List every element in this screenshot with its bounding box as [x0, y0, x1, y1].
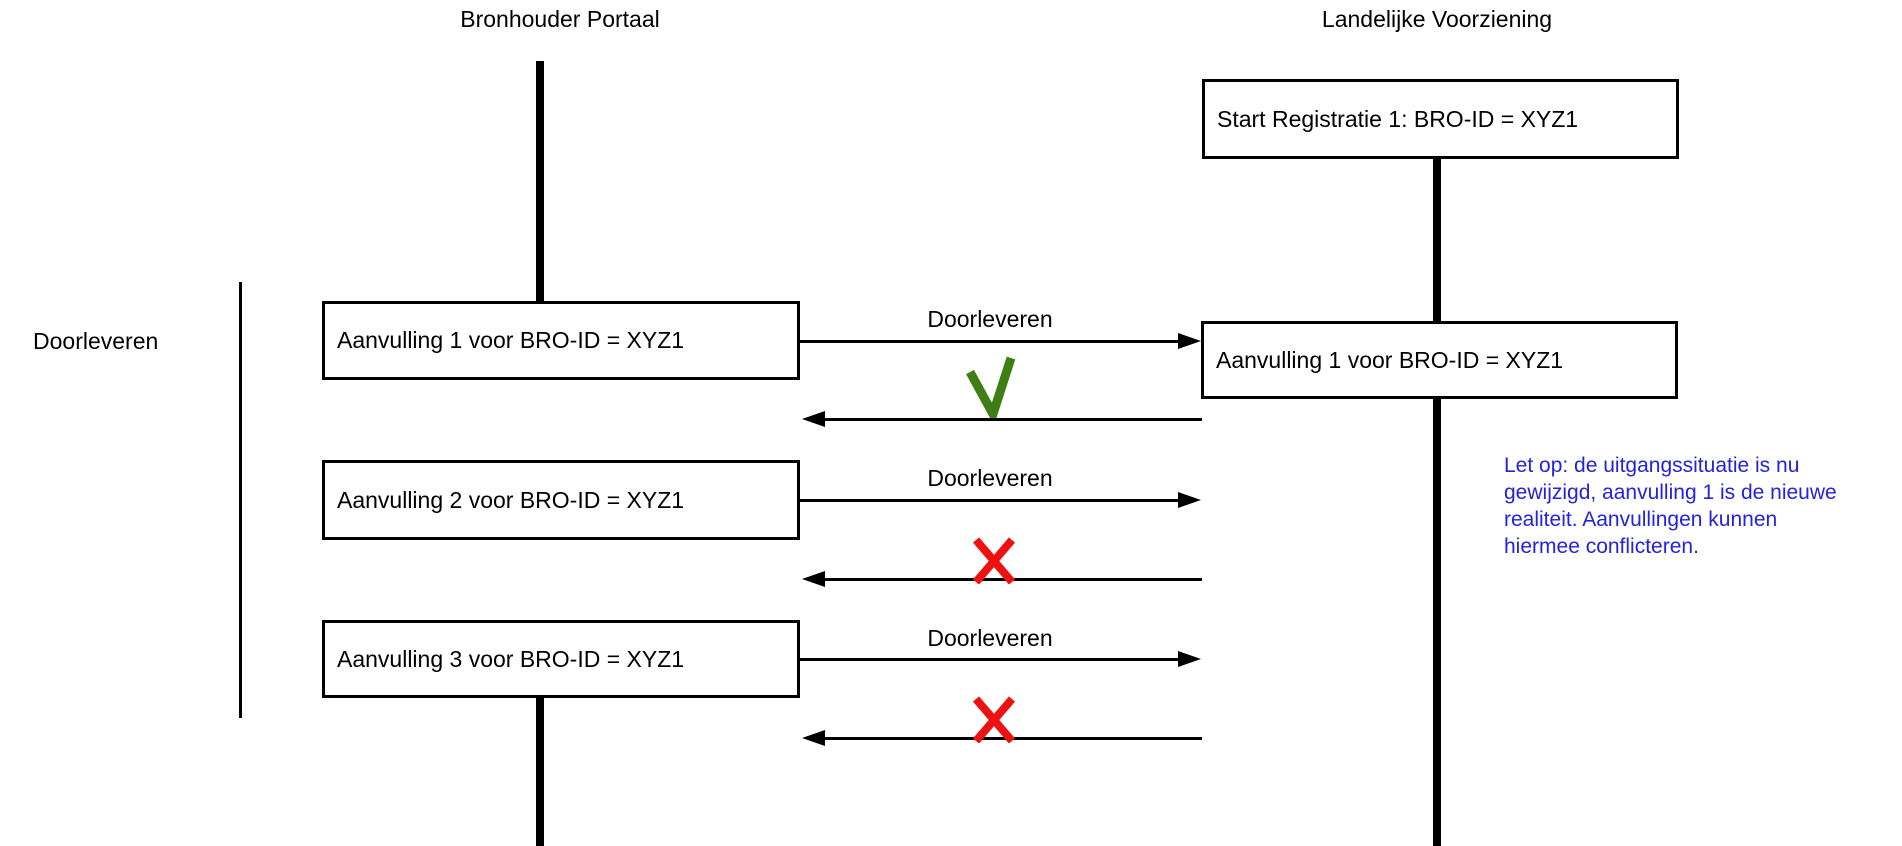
conflict-note: Let op: de uitgangssituatie is nu gewijz…	[1504, 452, 1902, 560]
return-arrow-1	[822, 418, 1202, 421]
arrowhead-right-icon	[1178, 651, 1201, 667]
lane-title-landelijke-voorziening: Landelijke Voorziening	[1321, 6, 1553, 32]
aanvulling-2-box: Aanvulling 2 voor BRO-ID = XYZ1	[322, 460, 800, 540]
lane-title-bronhouder-portaal: Bronhouder Portaal	[460, 6, 660, 32]
error-cross-icon-1	[972, 537, 1016, 584]
arrowhead-right-icon	[1178, 333, 1201, 349]
doorleveren-arrow-2	[800, 499, 1180, 502]
success-check-icon	[966, 356, 1016, 418]
doorleveren-arrow-label-2: Doorleveren	[927, 465, 1053, 491]
doorleveren-arrow-label-3: Doorleveren	[927, 625, 1053, 651]
aanvulling-1-received-box: Aanvulling 1 voor BRO-ID = XYZ1	[1201, 321, 1678, 399]
doorleveren-group-label: Doorleveren	[33, 328, 159, 354]
conflict-note-line: hiermee conflicteren.	[1504, 535, 1699, 558]
conflict-note-line: realiteit. Aanvullingen kunnen	[1504, 508, 1778, 531]
lifeline-bronhouder-lower	[536, 698, 544, 846]
aanvulling-1-box: Aanvulling 1 voor BRO-ID = XYZ1	[322, 301, 800, 380]
lifeline-landelijke-upper	[1433, 159, 1441, 321]
arrowhead-left-icon	[802, 571, 825, 587]
conflict-note-line: gewijzigd, aanvulling 1 is de nieuwe	[1504, 481, 1837, 504]
error-cross-icon-2	[972, 696, 1016, 743]
arrowhead-left-icon	[802, 411, 825, 427]
aanvulling-3-box: Aanvulling 3 voor BRO-ID = XYZ1	[322, 620, 800, 698]
conflict-note-line: Let op: de uitgangssituatie is nu	[1504, 454, 1800, 477]
doorleveren-arrow-label-1: Doorleveren	[927, 306, 1053, 332]
lifeline-bronhouder-upper	[536, 61, 544, 301]
doorleveren-arrow-1	[800, 340, 1180, 343]
start-registratie-box: Start Registratie 1: BRO-ID = XYZ1	[1202, 79, 1679, 159]
arrowhead-right-icon	[1178, 492, 1201, 508]
arrowhead-left-icon	[802, 730, 825, 746]
doorleveren-arrow-3	[800, 658, 1180, 661]
lifeline-landelijke-lower	[1433, 399, 1441, 846]
group-bracket-line	[239, 282, 242, 718]
